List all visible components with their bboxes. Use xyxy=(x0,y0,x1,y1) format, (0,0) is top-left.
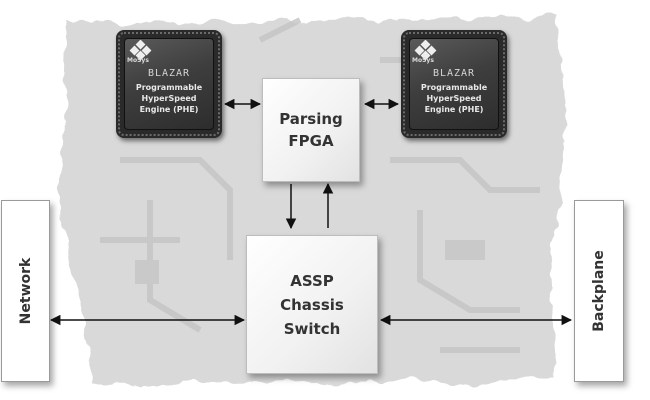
parsing-fpga-block: Parsing FPGA xyxy=(262,78,360,182)
chip-die xyxy=(409,38,499,130)
parsing-fpga-label: Parsing FPGA xyxy=(279,110,343,150)
backplane-label: Backplane xyxy=(591,250,607,332)
chip-brand: MoSys xyxy=(412,57,434,64)
chip-pins xyxy=(118,32,220,136)
chip-name: BLAZAR xyxy=(432,68,476,79)
chip-name: BLAZAR xyxy=(147,68,191,79)
network-label: Network xyxy=(17,257,34,325)
mosys-logo-icon xyxy=(414,40,437,61)
blazar-chip-right: MoSys BLAZAR Programmable HyperSpeed Eng… xyxy=(401,30,507,138)
chip-description: Programmable HyperSpeed Engine (PHE) xyxy=(135,83,203,114)
blazar-chip-left: MoSys BLAZAR Programmable HyperSpeed Eng… xyxy=(116,30,222,138)
mosys-logo-icon xyxy=(129,40,152,61)
backplane-block: Backplane xyxy=(574,200,624,382)
assp-chassis-switch-block: ASSP Chassis Switch xyxy=(246,235,378,374)
assp-label: ASSP Chassis Switch xyxy=(280,271,344,338)
chip-description: Programmable HyperSpeed Engine (PHE) xyxy=(420,83,488,114)
chip-pins xyxy=(403,32,505,136)
chip-brand: MoSys xyxy=(127,57,149,64)
network-block: Network xyxy=(1,200,50,382)
